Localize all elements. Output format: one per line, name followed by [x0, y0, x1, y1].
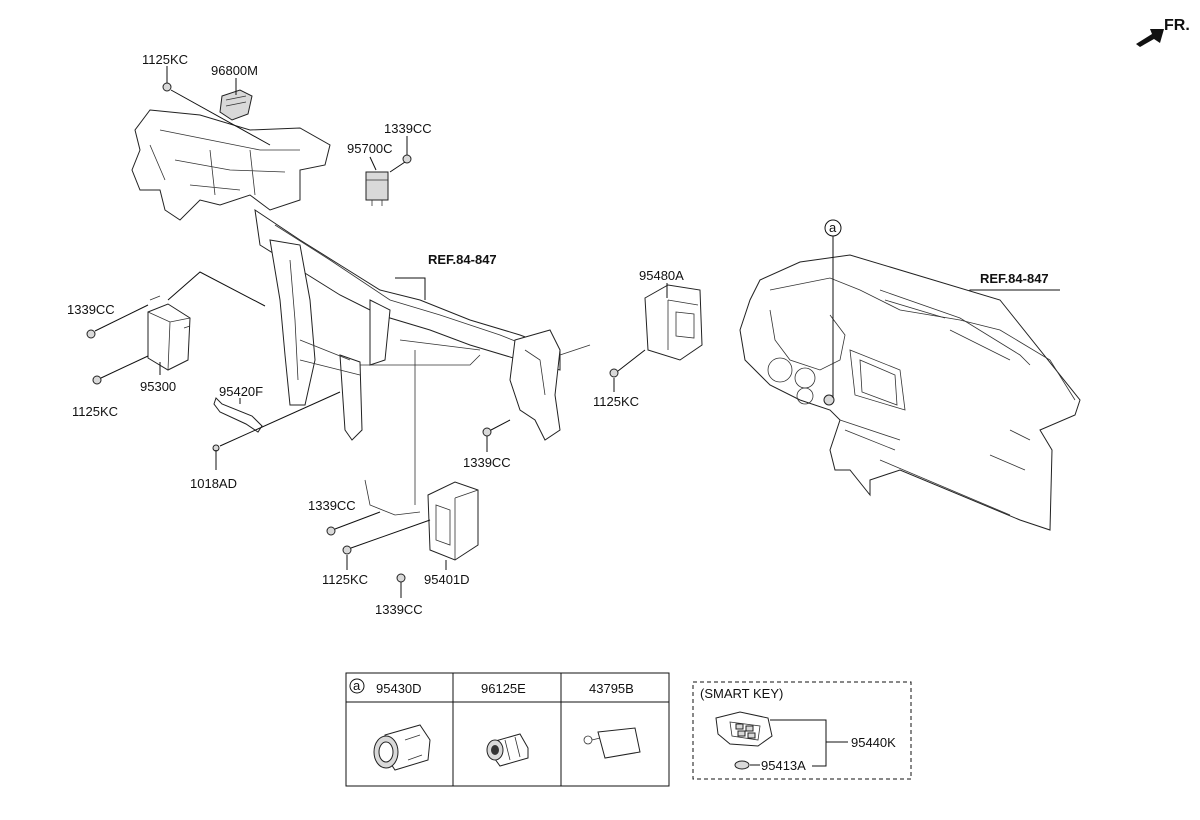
- callout-1018ad: 1018AD: [190, 476, 237, 491]
- battery-icon: [734, 760, 750, 770]
- marker-a-label: a: [829, 220, 837, 235]
- bolt-icon: [92, 375, 102, 385]
- nut-icon: [396, 573, 406, 583]
- callout-95401d: 95401D: [424, 572, 470, 587]
- callout-bolt-lower: 1125KC: [322, 572, 368, 587]
- callout-bolt-left: 1125KC: [72, 404, 118, 419]
- smart-key-fob-icon: [715, 711, 773, 747]
- smart-key-title: (SMART KEY): [700, 686, 783, 701]
- nut-icon: [86, 329, 96, 339]
- bolt-icon: [162, 82, 172, 92]
- callout-95440k: 95440K: [851, 735, 896, 750]
- jack-icon: [486, 733, 529, 767]
- module-95700c: [365, 171, 389, 206]
- tag-icon: [583, 727, 641, 759]
- crash-pad-assembly: [739, 254, 1081, 531]
- ref-label-left: REF.84-847: [428, 252, 497, 267]
- leader-lines: [94, 66, 1060, 598]
- module-96800m: [219, 89, 253, 121]
- callout-95420f: 95420F: [219, 384, 263, 399]
- callout-nut-top-right: 1339CC: [384, 121, 432, 136]
- module-95480a: [644, 284, 703, 361]
- callout-95413a: 95413A: [761, 758, 806, 773]
- bracket-95420f: [213, 397, 263, 433]
- table-header-col-1: 95430D: [376, 681, 422, 696]
- cowl-cross-bar-assembly: [131, 109, 591, 516]
- table-header-col-2: 96125E: [481, 681, 526, 696]
- callout-96800m: 96800M: [211, 63, 258, 78]
- callout-nut-lower-left: 1339CC: [308, 498, 356, 513]
- callout-bolt-right: 1125KC: [593, 394, 639, 409]
- callout-nut-left: 1339CC: [67, 302, 115, 317]
- smart-key-box: (SMART KEY) 95440K 95413A: [692, 681, 912, 780]
- callout-bolt-top: 1125KC: [142, 52, 188, 67]
- nut-icon: [402, 154, 412, 164]
- marker-a-dashboard: a: [824, 219, 842, 398]
- callout-95480a: 95480A: [639, 268, 684, 283]
- nut-icon: [482, 427, 492, 437]
- callout-95700c: 95700C: [347, 141, 393, 156]
- callout-95300: 95300: [140, 379, 176, 394]
- bolt-icon: [609, 368, 619, 378]
- fasteners: [86, 82, 619, 583]
- callout-nut-bottom: 1339CC: [375, 602, 423, 617]
- module-95300: [147, 295, 191, 371]
- front-arrow-icon: [1136, 29, 1164, 47]
- module-95401d: [427, 481, 479, 561]
- table-marker-label: a: [353, 678, 361, 693]
- ref-label-right: REF.84-847: [980, 271, 1049, 286]
- callout-nut-center: 1339CC: [463, 455, 511, 470]
- parts-table: a 95430D 96125E 43795B: [345, 672, 670, 787]
- front-direction-indicator: FR.: [1136, 17, 1190, 47]
- start-button-switch-icon: [373, 724, 431, 771]
- bolt-icon: [342, 545, 352, 555]
- table-marker-circle: [349, 678, 365, 694]
- front-direction-label: FR.: [1164, 17, 1190, 34]
- table-header-col-3: 43795B: [589, 681, 634, 696]
- nut-icon: [326, 526, 336, 536]
